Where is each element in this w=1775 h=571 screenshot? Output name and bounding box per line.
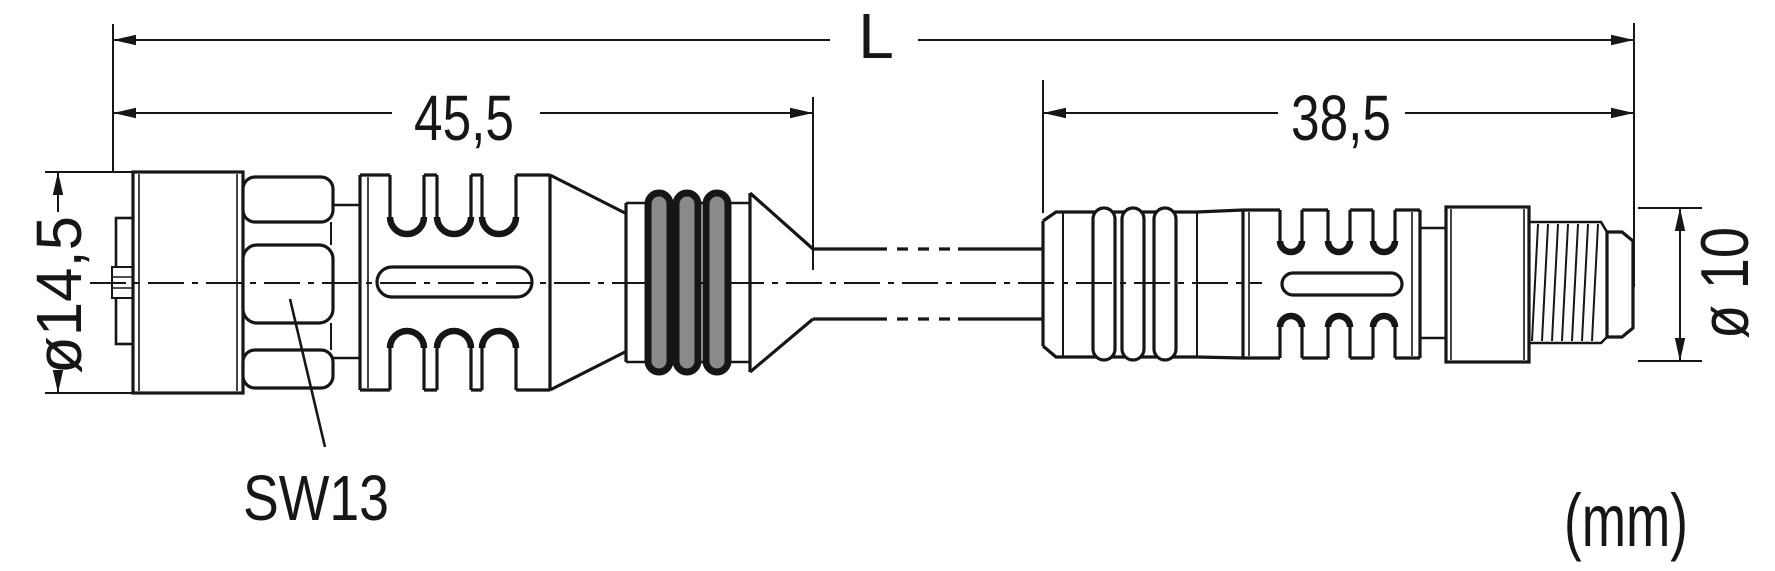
m8-grip-body (1241, 208, 1422, 360)
dimension-overall-length: L (113, 0, 1634, 72)
dimension-extension-lines (112, 23, 1635, 287)
cable (813, 247, 1043, 321)
m8-neck (1421, 226, 1446, 340)
right-connector-length-label: 38,5 (1291, 82, 1391, 154)
m8-grip-cutouts-top (1276, 210, 1399, 256)
m12-grip-cutouts-top (386, 175, 520, 238)
m8-knurled-ring (1444, 205, 1531, 364)
m12-grip-cutouts-bottom (386, 327, 520, 390)
m12-bend-relief-rings (644, 189, 732, 376)
overall-length-label: L (858, 0, 894, 72)
dimension-left-connector-length: 45,5 (113, 82, 813, 154)
left-connector-length-label: 45,5 (414, 82, 514, 154)
wrench-size-label: SW13 (243, 462, 389, 534)
m8-thread (1529, 220, 1609, 345)
dimension-right-connector-length: 38,5 (1043, 82, 1634, 154)
right-connector-m8 (1041, 205, 1635, 364)
m12-neck (333, 203, 360, 360)
callout-wrench-size: SW13 (243, 298, 389, 534)
m8-taper (1196, 208, 1244, 360)
dimension-left-diameter: ø14,5 (23, 171, 133, 394)
m8-grip-cutouts-bottom (1276, 312, 1399, 358)
right-diameter-label: ø 10 (1687, 227, 1763, 339)
sw13-leader-line (288, 298, 327, 448)
units-note: (mm) (1564, 479, 1688, 562)
m8-tip (1605, 230, 1635, 339)
dimension-right-diameter: ø 10 (1638, 207, 1763, 362)
cable-break-lines (876, 247, 958, 321)
m8-cable-collar (1041, 210, 1198, 359)
left-diameter-label: ø14,5 (23, 216, 95, 374)
m8-grip-slot (1280, 271, 1404, 297)
